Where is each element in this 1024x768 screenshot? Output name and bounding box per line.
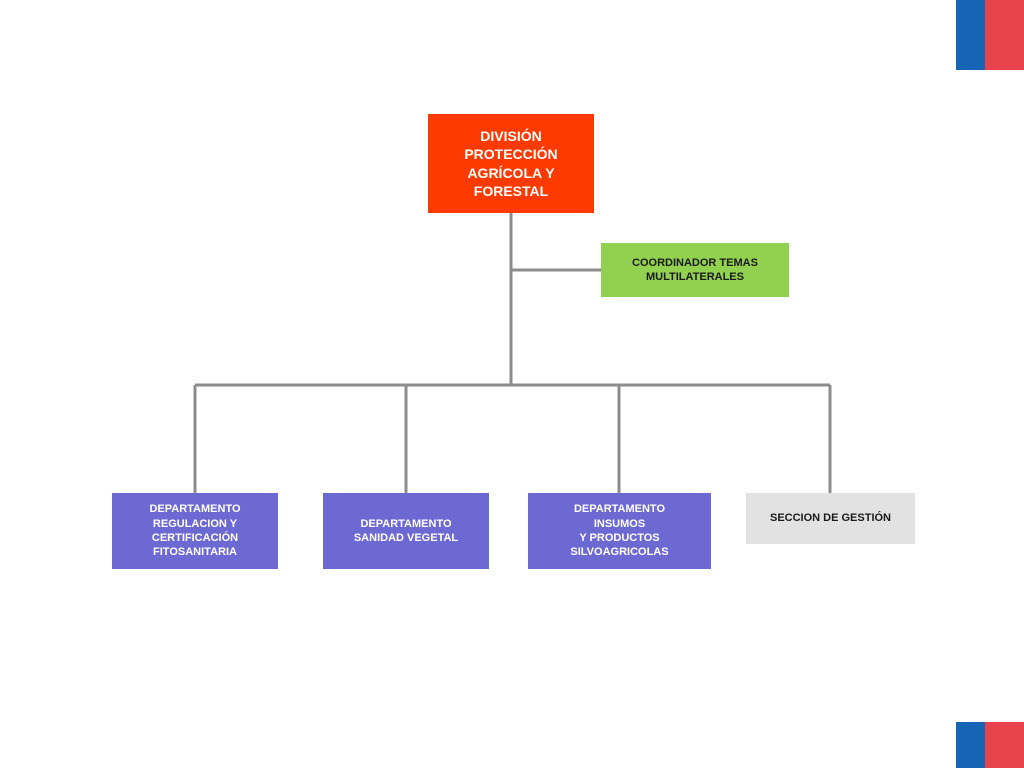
section-label: SECCION DE GESTIÓN: [769, 512, 892, 525]
flag-blue-stripe: [956, 722, 985, 768]
department-box-regulacion: DEPARTAMENTO REGULACION Y CERTIFICACIÓN …: [112, 493, 278, 569]
department-label: DEPARTAMENTO SANIDAD VEGETAL: [353, 517, 459, 544]
flag-corner-bottom: [956, 722, 1024, 768]
division-box: DIVISIÓN PROTECCIÓN AGRÍCOLA Y FORESTAL: [428, 114, 594, 213]
department-box-sanidad: DEPARTAMENTO SANIDAD VEGETAL: [323, 493, 489, 569]
coordinator-label: COORDINADOR TEMAS MULTILATERALES: [632, 256, 758, 283]
department-label: DEPARTAMENTO INSUMOS Y PRODUCTOS SILVOAG…: [570, 503, 669, 559]
flag-red-stripe: [985, 722, 1024, 768]
department-label: DEPARTAMENTO REGULACION Y CERTIFICACIÓN …: [149, 503, 241, 559]
flag-red-stripe: [985, 0, 1024, 70]
division-label: DIVISIÓN PROTECCIÓN AGRÍCOLA Y FORESTAL: [464, 128, 558, 199]
department-box-insumos: DEPARTAMENTO INSUMOS Y PRODUCTOS SILVOAG…: [528, 493, 711, 569]
flag-blue-stripe: [956, 0, 985, 70]
coordinator-box: COORDINADOR TEMAS MULTILATERALES: [601, 243, 789, 297]
flag-corner-top: [956, 0, 1024, 70]
section-box-gestion: SECCION DE GESTIÓN: [746, 493, 915, 544]
